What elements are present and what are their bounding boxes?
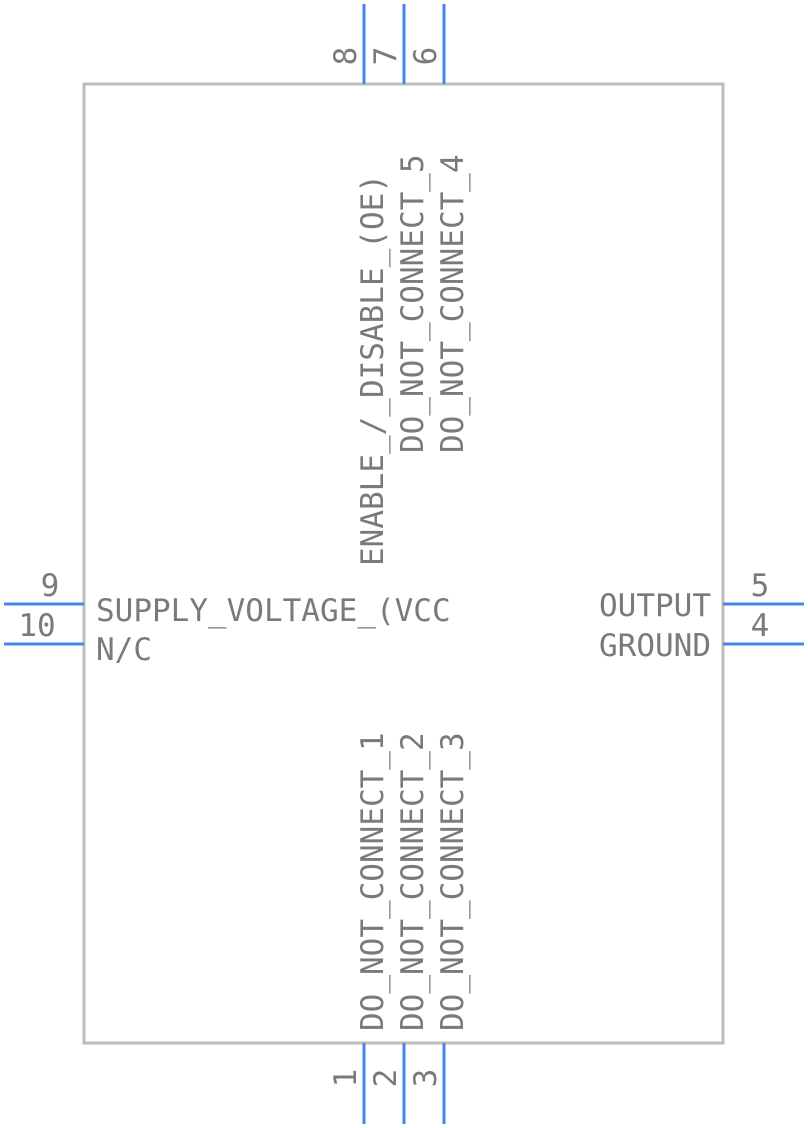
pin-10-number: 10 (18, 608, 55, 644)
pin-4-name: GROUND (599, 628, 711, 664)
pin-8-name: ENABLE_/_DISABLE_(OE) (355, 174, 391, 566)
pin-1-number: 1 (328, 1069, 364, 1088)
pin-4-number: 4 (751, 608, 770, 644)
pin-5-number: 5 (751, 568, 770, 604)
pin-2-number: 2 (368, 1069, 404, 1088)
pin-8-number: 8 (328, 47, 364, 66)
pin-2-name: DO_NOT_CONNECT_2 (395, 732, 431, 1031)
pin-7-number: 7 (368, 47, 404, 66)
pin-3-name: DO_NOT_CONNECT_3 (435, 732, 471, 1031)
pin-5-name: OUTPUT (599, 588, 711, 624)
pin-1-name: DO_NOT_CONNECT_1 (355, 732, 391, 1031)
pin-6-number: 6 (408, 47, 444, 66)
pin-10-name: N/C (96, 632, 152, 668)
pin-7-name: DO_NOT_CONNECT_5 (395, 154, 431, 453)
pin-3-number: 3 (408, 1069, 444, 1088)
pin-9-number: 9 (41, 568, 60, 604)
pin-6-name: DO_NOT_CONNECT_4 (435, 154, 471, 453)
pin-9-name: SUPPLY_VOLTAGE_(VCC (96, 593, 451, 629)
